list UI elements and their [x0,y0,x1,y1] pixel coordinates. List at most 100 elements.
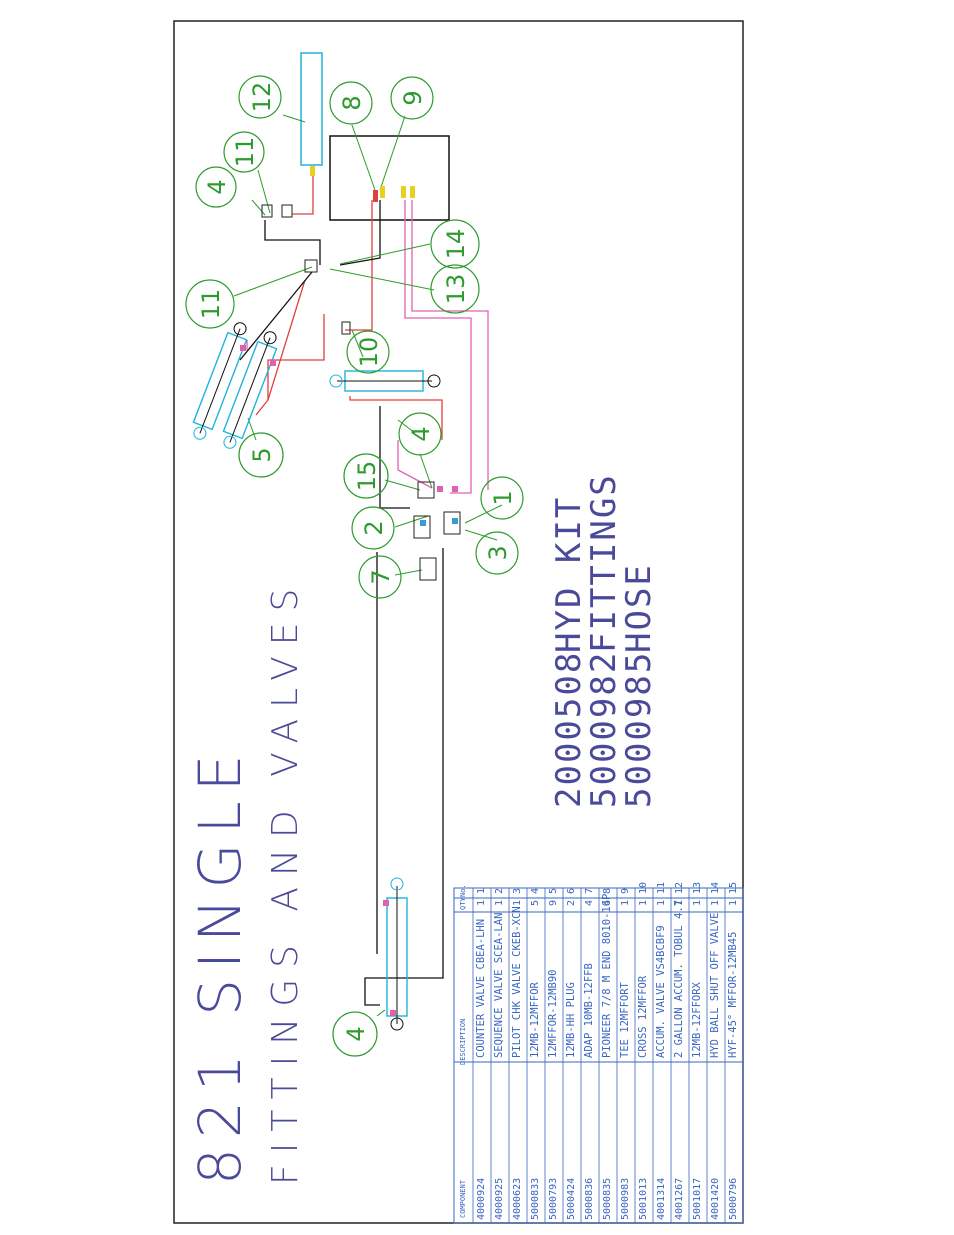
hose-pink-1 [404,200,472,494]
hose-red-4 [255,279,306,416]
table-cell-description: CROSS 12MFFOR [637,975,649,1058]
table-cell-no: 2 [494,888,505,894]
callout-8: 9 [390,76,434,120]
table-cell-description: ACCUM. VALVE VS4BCBF9 [655,925,667,1058]
table-cell-qty: 1 [638,900,649,906]
callout-4-mid: 4 [398,412,442,456]
callout-4-top: 4 [195,166,237,208]
table-cell-component: 4001314 [656,1178,667,1220]
line-black-4 [379,406,410,509]
table-header-component: COMPONENT [459,1179,467,1218]
callout-14: 14 [430,219,480,269]
line-black-3 [239,271,313,361]
kit-part-1: 2000508 [549,651,589,808]
svg-text:9: 9 [399,90,427,105]
accumulator-tank [300,52,323,166]
cylinder-bottom [386,877,408,1031]
table-cell-description: 12MFFOR-12MB90 [547,969,559,1058]
table-cell-description: PILOT CHK VALVE CKEB-XCN [511,906,523,1058]
table-cell-description: PIONEER 7/8 M END 8010-16P [601,894,613,1058]
table-cell-no: 10 [638,882,649,894]
callout-6: 7 [358,555,402,599]
table-cell-qty: 1 [728,900,739,906]
callout-2: 2 [351,506,395,550]
cylinder-left-2 [222,331,278,449]
table-cell-description: COUNTER VALVE CBEA-LHN [475,919,487,1058]
table-cell-no: 7 [584,888,595,894]
table-cell-component: 5001017 [692,1178,703,1220]
callout-15: 15 [343,453,389,499]
hydraulic-schematic: 15 12 11 4 8 9 11 14 13 5 10 4 [185,52,524,1057]
fitting-markers [240,166,458,1016]
hose-red-2 [345,200,373,331]
svg-text:4: 4 [342,1026,370,1041]
svg-text:1: 1 [489,490,517,505]
table-cell-component: 5000983 [620,1178,631,1220]
table-cell-qty: 1 [674,900,685,906]
table-cell-component: 4000623 [512,1178,523,1220]
svg-text:8: 8 [338,95,366,110]
svg-text:4: 4 [203,179,231,194]
table-header-qty: QTY [459,897,467,910]
table-cell-description: HYD BALL SHUT OFF VALVE [709,913,721,1058]
table-cell-component: 5000836 [584,1178,595,1220]
table-cell-component: 5000835 [602,1178,613,1220]
table-header-no: No. [459,884,467,897]
callout-13: 13 [430,264,480,314]
svg-text:5: 5 [248,447,276,462]
table-cell-no: 5 [548,888,559,894]
table-header-description: DESCRIPTION [459,1019,467,1065]
table-cell-description: SEQUENCE VALVE SCEA-LAN [493,913,505,1058]
table-cell-component: 5000796 [728,1178,739,1220]
table-cell-no: 12 [674,882,685,894]
table-cell-description: HYF-45° MFFOR-12MB45 [727,932,739,1058]
valve-blocks [261,204,461,581]
table-cell-no: 11 [656,882,667,894]
table-cell-no: 15 [728,882,739,894]
svg-text:4: 4 [407,426,435,441]
svg-text:11: 11 [197,289,225,320]
hose-red-1 [292,170,314,215]
table-cell-qty: 1 [620,900,631,906]
kit-name-3: HOSE [619,563,659,653]
table-cell-no: 1 [476,888,487,894]
table-cell-qty: 5 [530,900,541,906]
callout-5: 5 [238,432,284,478]
callout-9: 10 [346,330,390,374]
table-cell-no: 8 [602,888,613,894]
table-cell-component: 4000925 [494,1178,505,1220]
table-cell-component: 4001267 [674,1178,685,1220]
svg-text:11: 11 [231,137,259,168]
table-cell-description: TEE 12MFFORT [619,981,631,1058]
table-cell-qty: 2 [566,900,577,906]
table-cell-component: 5000833 [530,1178,541,1220]
kit-name-2: FITTINGS [584,473,624,653]
line-black-1 [339,200,381,266]
table-cell-description: 2 GALLON ACCUM. TOBUL 4.7 [673,900,685,1058]
table-cell-component: 5001013 [638,1178,649,1220]
svg-text:3: 3 [484,545,512,560]
svg-text:12: 12 [248,82,276,113]
kit-part-2: 5000982 [584,651,624,808]
callout-12: 15 12 [238,75,282,119]
table-cell-description: 12MB-12MFFOR [529,981,541,1058]
table-cell-no: 3 [512,888,523,894]
callout-1: 1 [480,476,524,520]
table-cell-description: ADAP 10MB-12FFB [583,963,595,1058]
table-cell-description: 12MB-12FFORX [691,981,703,1058]
svg-text:10: 10 [355,337,383,368]
kit-list: 2000508 HYD KIT 5000982 FITTINGS 5000985… [549,473,659,808]
kit-part-3: 5000985 [619,651,659,808]
table-cell-no: 6 [566,888,577,894]
svg-text:2: 2 [360,520,388,535]
line-black-6 [364,548,444,1006]
table-cell-no: 4 [530,888,541,894]
hose-red-5 [349,396,443,440]
table-cell-qty: 1 [692,900,703,906]
table-cell-qty: 1 [656,900,667,906]
table-cell-component: 4000924 [476,1178,487,1220]
title-block: 821 SINGLE FITTINGS AND VALVES [186,578,306,1185]
callout-4-bottom: 4 [332,1011,378,1057]
cylinder-middle [329,370,441,392]
